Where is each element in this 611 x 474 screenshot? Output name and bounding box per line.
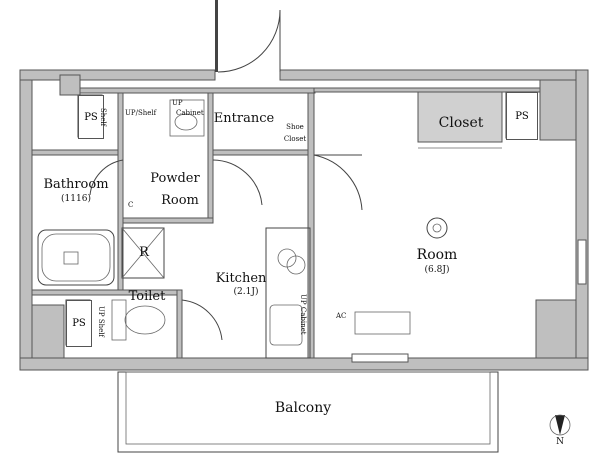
north-inner-wall: [79, 87, 316, 94]
kitchen-name: Kitchen: [215, 271, 267, 286]
toilet-name: Toilet: [128, 289, 166, 304]
powder-room-name: Powder: [150, 171, 200, 186]
north-wall-right: [279, 69, 589, 81]
west-wall: [19, 69, 33, 371]
bath-door-arc: [89, 159, 124, 196]
kitchen-up-cabinet-label: UP Cabinet: [299, 294, 307, 335]
bath-north-wall: [31, 149, 123, 156]
north-label: N: [556, 437, 564, 447]
north-arrow-icon: [555, 415, 565, 435]
column-nw: [59, 74, 81, 96]
shoe-closet-label: Closet: [283, 135, 307, 143]
kitchen-counter: [265, 227, 311, 359]
column-ne: [539, 79, 577, 141]
toilet-door-arc: [181, 299, 223, 341]
ceiling-light-center: [432, 223, 442, 233]
washbasin-bowl: [174, 113, 198, 131]
balcony-inner: [125, 371, 491, 445]
bathtub-drain: [63, 251, 79, 265]
ps-shaft-label-1: PS: [78, 95, 104, 139]
ac-label: AC: [336, 312, 347, 320]
stove-burner-2: [286, 255, 306, 275]
powder-east-wall: [207, 92, 214, 224]
room-door-arc: [313, 154, 363, 211]
up-label: UP: [172, 99, 183, 107]
ps-shaft-label-3: PS: [66, 300, 92, 347]
column-se: [535, 299, 577, 359]
washbasin: [169, 99, 205, 137]
bathtub: [37, 229, 115, 286]
closet-name: Closet: [438, 115, 484, 131]
fridge-diag-2: [121, 227, 165, 279]
shelf-label: Shelf: [99, 108, 107, 127]
ps-shaft-label-2: PS: [506, 92, 538, 140]
window-south: [351, 353, 409, 363]
east-wall: [575, 69, 589, 371]
bathroom-size: (1116): [61, 194, 91, 204]
up-shelf-label: UP/Shelf: [125, 109, 157, 117]
room-size: (6.8J): [424, 265, 450, 275]
toilet-tank: [111, 299, 127, 341]
powder-room-name-2: Room: [161, 193, 199, 208]
entrance-door-arc: [217, 9, 281, 73]
powder-south-wall: [122, 217, 214, 224]
window-east: [577, 239, 587, 285]
c-label: C: [128, 201, 134, 209]
closet-area: [417, 91, 503, 143]
room-west-wall: [307, 89, 315, 359]
bathtub-inner: [41, 233, 111, 282]
north-wall-left: [19, 69, 216, 81]
shoe-label: Shoe: [286, 123, 304, 131]
column-sw: [31, 304, 65, 359]
aircon-unit: [354, 311, 411, 335]
entrance-south-wall: [212, 149, 309, 156]
powder-door-arc: [212, 159, 263, 206]
north-arrow-ring: [549, 414, 571, 436]
bathroom-name: Bathroom: [43, 177, 109, 192]
toilet-bowl: [124, 305, 166, 335]
toilet-east-wall: [176, 289, 183, 359]
balcony-name: Balcony: [274, 400, 332, 416]
ceiling-light: [426, 217, 448, 239]
entrance-name: Entrance: [213, 111, 275, 126]
south-wall: [19, 357, 589, 371]
fridge-space: [121, 227, 165, 279]
room-name: Room: [416, 247, 458, 263]
kitchen-sink: [269, 304, 303, 346]
cabinet-label: Cabinet: [176, 109, 204, 117]
toilet-up-shelf-label: UP Shelf: [97, 306, 105, 338]
kitchen-size: (2.1J): [233, 287, 259, 297]
entrance-door: [215, 0, 218, 72]
fridge-label: R: [139, 245, 149, 260]
